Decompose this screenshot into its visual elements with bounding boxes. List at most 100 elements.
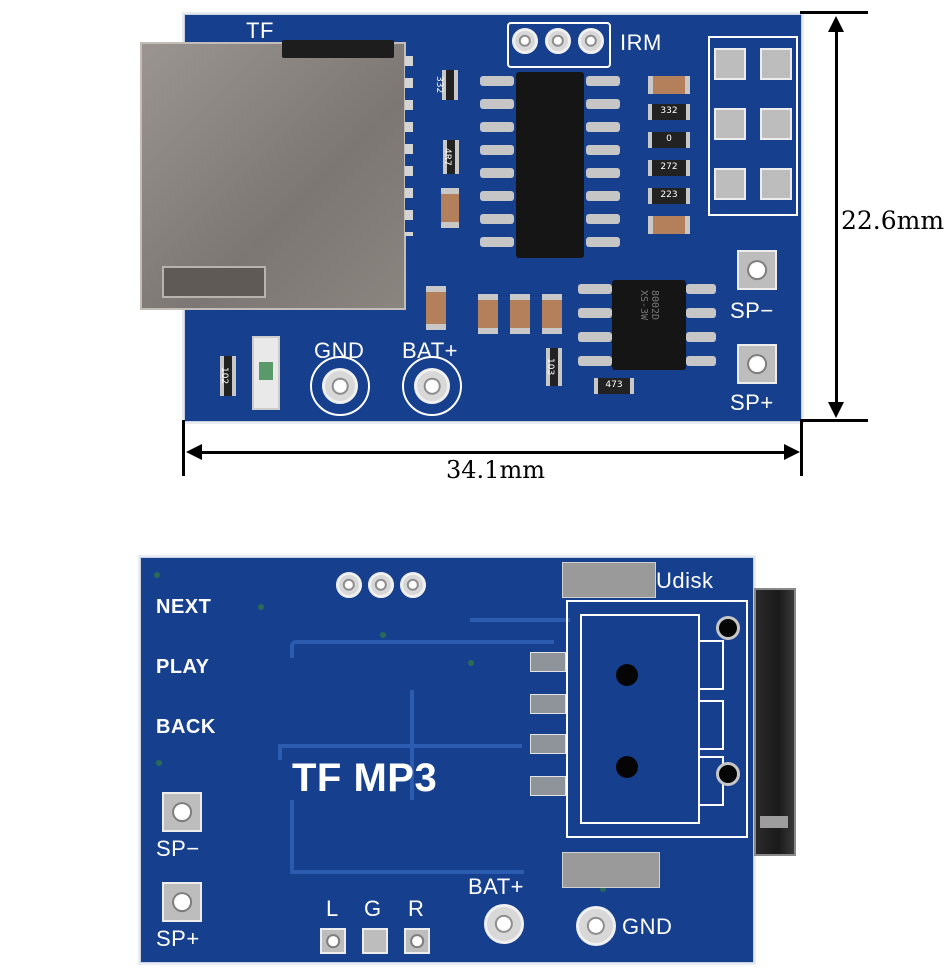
udisk-label: Udisk bbox=[656, 568, 714, 593]
board-title: TF MP3 bbox=[292, 756, 438, 800]
bottom-trace-2 bbox=[278, 744, 522, 760]
back-label: BACK bbox=[156, 716, 216, 738]
pad-grid-outline bbox=[708, 36, 798, 216]
height-dim-line bbox=[835, 24, 838, 408]
capacitor-bottom-3 bbox=[510, 294, 530, 334]
udisk-inner-outline bbox=[580, 614, 700, 824]
top-sp-plus-pad bbox=[737, 344, 777, 384]
bottom-sp-minus-label: SP− bbox=[156, 836, 200, 861]
amplifier-chip-marking: 8002D XS-3W bbox=[638, 289, 660, 321]
udisk-pad-2 bbox=[530, 694, 566, 714]
width-dim-line bbox=[192, 451, 792, 454]
top-sp-minus-label: SP− bbox=[730, 298, 774, 323]
ic-pin-row-left bbox=[480, 76, 516, 256]
sd-slot-edge bbox=[754, 588, 796, 856]
resistor-473: 473 bbox=[594, 378, 634, 394]
bottom-trace-3 bbox=[410, 690, 418, 800]
bottom-pcb-board bbox=[138, 555, 756, 965]
capacitor-mid-right bbox=[648, 216, 690, 234]
pad-3 bbox=[714, 108, 746, 140]
udisk-pad-3 bbox=[530, 734, 566, 754]
amplifier-chip: 8002D XS-3W bbox=[612, 280, 686, 370]
capacitor-bottom-1 bbox=[426, 286, 446, 330]
pad-5 bbox=[714, 168, 746, 200]
l-label: L bbox=[326, 896, 339, 921]
bottom-bat-label: BAT+ bbox=[468, 874, 525, 899]
g-label: G bbox=[364, 896, 382, 921]
capacitor-bottom-2 bbox=[478, 294, 498, 334]
bottom-gnd-label: GND bbox=[622, 914, 673, 939]
bottom-irm-hole-2 bbox=[368, 572, 394, 598]
resistor-272: 272 bbox=[648, 160, 690, 176]
udisk-tab-1 bbox=[698, 640, 724, 690]
resistor-332-b: 332 bbox=[648, 104, 690, 120]
resistor-102: 102 bbox=[219, 356, 236, 396]
bottom-trace-1 bbox=[290, 640, 554, 658]
bottom-gnd-hole bbox=[576, 906, 616, 946]
pad-2 bbox=[760, 48, 792, 80]
capacitor-top-right bbox=[648, 76, 690, 94]
bottom-trace-5 bbox=[470, 618, 570, 626]
top-bat-hole bbox=[414, 368, 450, 404]
tf-label: TF bbox=[246, 18, 274, 43]
udisk-side-hole-2 bbox=[716, 762, 740, 786]
pad-1 bbox=[714, 48, 746, 80]
sd-card-slot bbox=[140, 40, 406, 310]
udisk-tab-2 bbox=[698, 700, 724, 750]
height-dim-arrows bbox=[828, 16, 844, 418]
bottom-irm-hole-1 bbox=[336, 572, 362, 598]
udisk-shield-pad-bottom bbox=[562, 852, 660, 888]
irm-pin-1 bbox=[512, 28, 538, 54]
capacitor-left bbox=[441, 188, 459, 228]
height-dim-bottom-tick bbox=[800, 419, 868, 422]
bottom-bat-hole bbox=[484, 904, 524, 944]
width-dim-right-tick bbox=[800, 420, 803, 476]
pad-6 bbox=[760, 168, 792, 200]
ic-pin-row-right bbox=[584, 76, 620, 256]
amp-pins-left bbox=[578, 284, 612, 368]
width-dim-arrows bbox=[186, 444, 800, 460]
top-sp-minus-pad bbox=[737, 250, 777, 290]
status-led bbox=[252, 336, 280, 410]
resistor-103: 103 bbox=[545, 348, 562, 386]
irm-pin-3 bbox=[578, 28, 604, 54]
bottom-sp-plus-label: SP+ bbox=[156, 926, 200, 951]
resistor-332-a: 332 bbox=[434, 70, 458, 100]
bottom-trace-4 bbox=[290, 800, 524, 874]
capacitor-bottom-4 bbox=[542, 294, 562, 334]
udisk-side-hole-1 bbox=[716, 616, 740, 640]
irm-pin-2 bbox=[545, 28, 571, 54]
udisk-shield-pad-top bbox=[562, 562, 656, 598]
sd-slot-spring bbox=[162, 266, 266, 298]
g-pad bbox=[362, 928, 388, 954]
top-gnd-ring bbox=[310, 356, 370, 416]
irm-header-outline bbox=[507, 22, 611, 68]
r-label: R bbox=[408, 896, 425, 921]
play-label: PLAY bbox=[156, 656, 210, 678]
sd-slot-pins bbox=[405, 56, 413, 236]
bottom-sp-plus-pad bbox=[162, 882, 202, 922]
height-dimension-label: 22.6mm bbox=[841, 206, 944, 235]
udisk-outline bbox=[566, 600, 748, 838]
top-gnd-hole bbox=[322, 368, 358, 404]
udisk-pad-4 bbox=[530, 776, 566, 796]
top-sp-plus-label: SP+ bbox=[730, 390, 774, 415]
resistor-0: 0 bbox=[648, 132, 690, 148]
resistor-223: 223 bbox=[648, 188, 690, 204]
width-dimension-label: 34.1mm bbox=[446, 456, 545, 484]
pad-4 bbox=[760, 108, 792, 140]
main-decoder-chip bbox=[516, 72, 584, 258]
top-bat-ring bbox=[402, 356, 462, 416]
bottom-irm-hole-3 bbox=[400, 572, 426, 598]
width-dim-left-tick bbox=[182, 420, 185, 476]
bottom-sp-minus-pad bbox=[162, 792, 202, 832]
udisk-mount-hole-1 bbox=[616, 664, 638, 686]
amp-pins-right bbox=[686, 284, 720, 368]
l-pad bbox=[320, 928, 346, 954]
height-dim-top-tick bbox=[800, 11, 868, 14]
udisk-mount-hole-2 bbox=[616, 756, 638, 778]
irm-label: IRM bbox=[620, 30, 662, 55]
next-label: NEXT bbox=[156, 596, 212, 618]
r-pad bbox=[404, 928, 430, 954]
resistor-4r7: 4R7 bbox=[442, 140, 459, 174]
